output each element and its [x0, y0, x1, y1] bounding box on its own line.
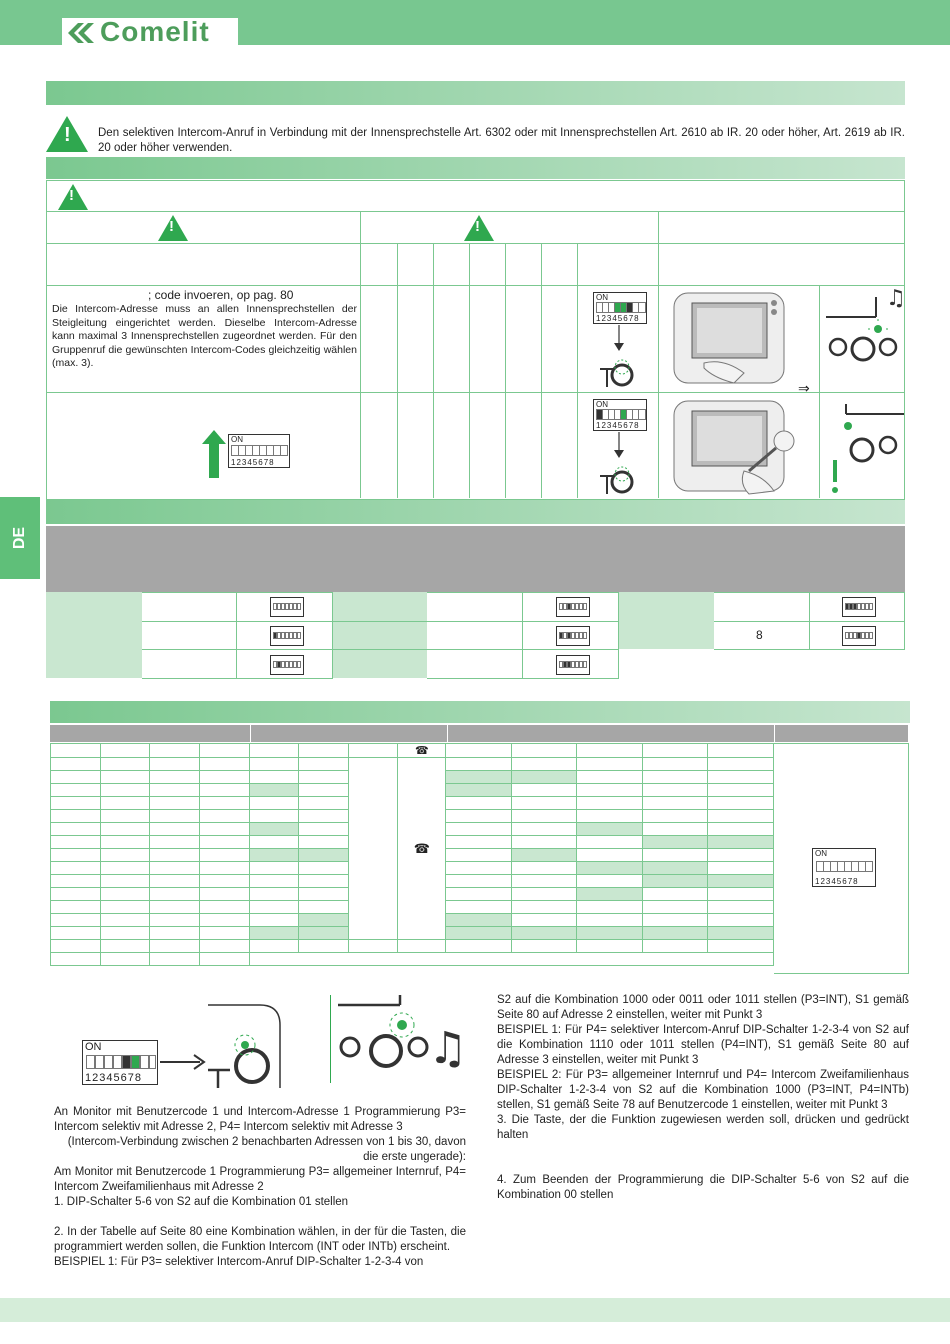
monitor-image	[673, 400, 795, 495]
programming-code-title: ; code invoeren, op pag. 80	[148, 288, 294, 302]
dip-switch: ON 12345678	[593, 399, 647, 431]
warning-icon	[158, 215, 188, 241]
section-bar-config	[50, 701, 910, 723]
dip-switch-small	[556, 597, 590, 617]
led-phone-icon	[832, 404, 904, 493]
warning-text: Den selektiven Intercom-Anruf in Verbind…	[98, 127, 905, 154]
dip-switch-small	[270, 626, 304, 646]
button-press-icon	[160, 1004, 281, 1088]
dip-switch: ON 12345678	[228, 434, 290, 468]
language-tab-de[interactable]: DE	[0, 497, 40, 579]
programming-table	[46, 180, 905, 500]
warning-icon	[46, 116, 88, 152]
section-bar-selection	[46, 500, 905, 524]
dip-switch: ON 12345678	[812, 848, 876, 887]
warning-icon	[464, 215, 494, 241]
config-grid: ☎ ☎	[50, 743, 775, 966]
dip-switch-small	[842, 626, 876, 646]
phone-icon: ☎	[397, 743, 447, 758]
warning-icon	[58, 184, 88, 210]
dip-switch: ON 12345678	[593, 292, 647, 324]
comelit-logo-icon	[68, 23, 94, 43]
dip-switch-small	[556, 626, 590, 646]
svg-text:♫: ♫	[428, 1023, 467, 1070]
section-bar-intercom	[46, 81, 905, 105]
arrow-right-icon: ⇒	[798, 380, 810, 396]
footer-bar	[0, 1298, 950, 1322]
instructions-right: S2 auf die Kombination 1000 oder 0011 od…	[497, 994, 909, 1201]
led-key-icon: ♫	[338, 995, 467, 1070]
dip-switch-small	[270, 655, 304, 675]
dip-switch: ON 12345678	[82, 1040, 158, 1085]
selection-value: 8	[756, 628, 763, 642]
programming-instructions: Die Intercom-Adresse muss an allen Innen…	[52, 303, 357, 369]
phone-icon: ☎	[397, 757, 447, 940]
logo	[62, 18, 238, 48]
arrow-up-icon	[202, 430, 226, 478]
dip-switch-small	[270, 597, 304, 617]
section-bar-programming	[46, 157, 905, 179]
instructions-left: An Monitor mit Benutzercode 1 und Interc…	[54, 1106, 466, 1268]
monitor-image	[673, 292, 785, 384]
button-press-icon	[600, 325, 634, 387]
svg-text:♫: ♫	[886, 287, 906, 311]
brand-name: Comelit	[100, 16, 210, 47]
dip-switch-small	[842, 597, 876, 617]
button-press-icon	[600, 432, 634, 494]
led-key-icon: ♫	[826, 287, 906, 362]
dip-switch-small	[556, 655, 590, 675]
